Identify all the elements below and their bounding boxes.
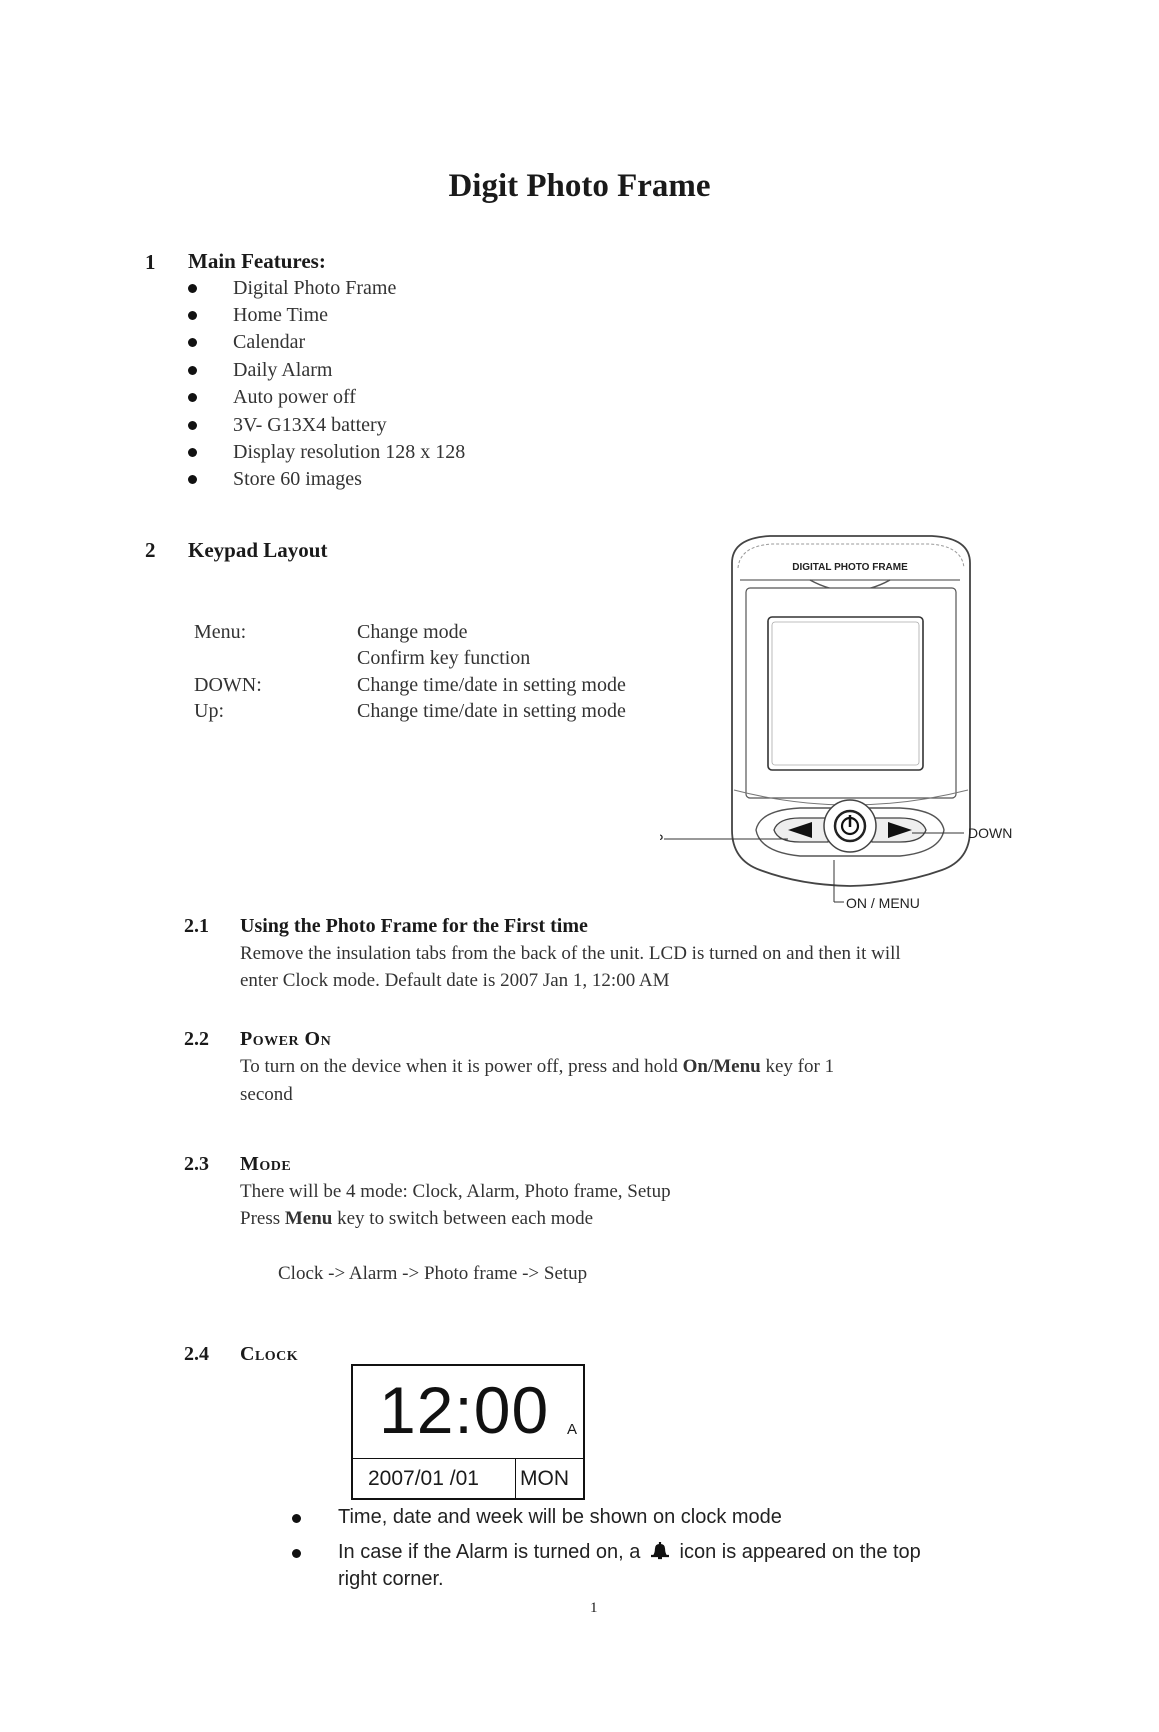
key-up-desc: Change time/date in setting mode — [357, 700, 626, 722]
alarm-bell-icon — [650, 1542, 669, 1560]
page-title: Digit Photo Frame — [448, 168, 711, 204]
lcd-day-cell: MON — [516, 1458, 583, 1498]
section-2-4-title: Clock — [240, 1343, 299, 1365]
lcd-date-cell: 2007/01 /01 — [353, 1458, 516, 1498]
section-2-1-line1: Remove the insulation tabs from the back… — [240, 943, 901, 964]
right-arrow-icon — [888, 822, 912, 838]
section-2-1-line2: enter Clock mode. Default date is 2007 J… — [240, 970, 670, 991]
section-2-2-line1: To turn on the device when it is power o… — [240, 1056, 835, 1077]
left-arrow-icon — [788, 822, 812, 838]
lcd-time: 12:00 — [379, 1373, 550, 1447]
section-2-2-title: Power On — [240, 1028, 332, 1050]
section-2-3-line2: Press Menu key to switch between each mo… — [240, 1208, 594, 1229]
page-number: 1 — [590, 1600, 598, 1616]
section-2-2-line2: second — [240, 1084, 293, 1105]
section-1-title: Main Features: — [188, 249, 326, 273]
on-menu-label: ON / MENU — [846, 895, 920, 911]
device-screen — [767, 616, 924, 771]
bullet-dot-icon — [188, 448, 197, 457]
bullet-dot-icon — [188, 284, 197, 293]
section-2-1-number: 2.1 — [184, 915, 209, 937]
mode-flow-text: Clock -> Alarm -> Photo frame -> Setup — [278, 1263, 588, 1284]
bullet-dot-icon — [188, 311, 197, 320]
key-confirm-desc: Confirm key function — [357, 647, 531, 669]
bullet-dot-icon — [292, 1514, 301, 1523]
down-label: DOWN — [968, 825, 1012, 841]
lcd-ampm: A — [567, 1421, 578, 1438]
lcd-day: MON — [520, 1467, 569, 1490]
section-2-3-line1: There will be 4 mode: Clock, Alarm, Phot… — [240, 1181, 671, 1202]
up-label: UP — [660, 831, 663, 847]
bullet-dot-icon — [188, 421, 197, 430]
bullet-dot-icon — [292, 1549, 301, 1558]
photo-frame-device-illustration: DIGITAL PHOTO FRAME UP DOWN ON / MENU — [660, 535, 1012, 911]
lcd-date: 2007/01 /01 — [368, 1467, 479, 1490]
bullet-dot-icon — [188, 366, 197, 375]
bullet-dot-icon — [188, 475, 197, 484]
clock-lcd-display: 12:00 A 2007/01 /01 MON — [351, 1364, 585, 1500]
bullet-dot-icon — [188, 338, 197, 347]
section-1-number: 1 — [145, 250, 156, 274]
section-2-2-number: 2.2 — [184, 1028, 209, 1050]
key-menu-desc: Change mode — [357, 621, 468, 643]
section-2-number: 2 — [145, 538, 156, 562]
bullet-dot-icon — [188, 393, 197, 402]
key-down-desc: Change time/date in setting mode — [357, 674, 626, 696]
section-2-1-title: Using the Photo Frame for the First time — [240, 915, 588, 937]
device-brand-text: DIGITAL PHOTO FRAME — [792, 562, 908, 573]
section-2-3-title: Mode — [240, 1153, 292, 1175]
key-up-label: Up: — [194, 700, 224, 722]
section-2-3-number: 2.3 — [184, 1153, 209, 1175]
clock-bullet-2: In case if the Alarm is turned on, a ico… — [292, 1541, 1052, 1601]
clock-bullet-1: Time, date and week will be shown on clo… — [292, 1506, 1052, 1530]
key-down-label: DOWN: — [194, 674, 262, 696]
section-2-title: Keypad Layout — [188, 538, 328, 562]
section-2-4-number: 2.4 — [184, 1343, 209, 1365]
key-menu-label: Menu: — [194, 621, 247, 643]
